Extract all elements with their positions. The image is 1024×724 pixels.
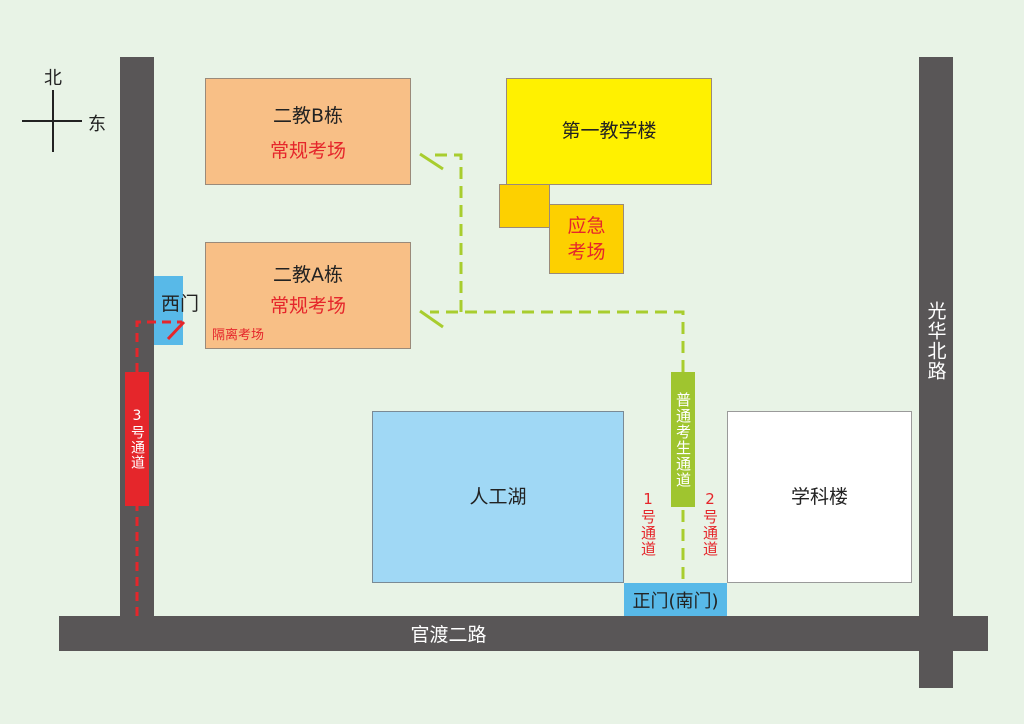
compass: 北 东 bbox=[22, 64, 114, 154]
teaching-building-1-title: 第一教学楼 bbox=[561, 120, 657, 142]
normal-passage-label: 普通考生通道 bbox=[674, 391, 692, 488]
building-b2-subtitle: 常规考场 bbox=[269, 139, 346, 162]
emergency-exam-room-label: 应急考场 bbox=[567, 215, 606, 263]
arrowhead-b2 bbox=[419, 152, 444, 171]
teaching-building-1[interactable]: 第一教学楼 bbox=[506, 78, 712, 185]
right-road: 光华北路 bbox=[919, 57, 953, 688]
compass-north-label: 北 bbox=[44, 68, 62, 89]
green-arrowheads bbox=[419, 152, 444, 329]
normal-passage[interactable]: 普通考生通道 bbox=[671, 372, 695, 507]
artificial-lake[interactable]: 人工湖 bbox=[372, 411, 624, 583]
arrowhead-a2 bbox=[419, 309, 444, 329]
building-a2-note: 隔离考场 bbox=[212, 328, 265, 343]
south-gate[interactable]: 正门(南门) bbox=[624, 583, 727, 616]
artificial-lake-label: 人工湖 bbox=[469, 485, 527, 508]
bottom-road-label: 官渡二路 bbox=[410, 624, 487, 646]
passage-3[interactable]: 3号通道 bbox=[125, 372, 149, 506]
subject-building[interactable]: 学科楼 bbox=[727, 411, 912, 583]
compass-east-label: 东 bbox=[88, 114, 106, 135]
building-b2-title: 二教B栋 bbox=[272, 104, 344, 127]
subject-building-label: 学科楼 bbox=[790, 485, 848, 508]
west-gate-label: 西门 bbox=[161, 293, 200, 315]
red-route bbox=[135, 320, 182, 616]
green-route bbox=[430, 153, 685, 580]
right-road-label: 光华北路 bbox=[924, 301, 947, 381]
building-a2[interactable]: 二教A栋 常规考场 隔离考场 bbox=[205, 242, 411, 349]
compass-horizontal-line bbox=[22, 120, 82, 122]
bottom-road: 官渡二路 bbox=[59, 616, 988, 651]
emergency-exam-room[interactable]: 应急考场 bbox=[549, 204, 624, 274]
passage-3-label: 3号通道 bbox=[129, 408, 145, 470]
passage-1-label[interactable]: 1号通道 bbox=[639, 490, 657, 557]
passage-2-label[interactable]: 2号通道 bbox=[701, 490, 719, 557]
building-a2-subtitle: 常规考场 bbox=[269, 294, 346, 317]
building-a2-title: 二教A栋 bbox=[273, 263, 343, 286]
red-arrowhead bbox=[166, 320, 186, 341]
building-b2[interactable]: 二教B栋 常规考场 bbox=[205, 78, 411, 185]
south-gate-label: 正门(南门) bbox=[632, 590, 719, 612]
green-route-a2 bbox=[430, 310, 685, 372]
west-gate[interactable] bbox=[154, 276, 183, 345]
red-route-upper bbox=[135, 320, 182, 372]
green-route-b2 bbox=[430, 153, 463, 312]
